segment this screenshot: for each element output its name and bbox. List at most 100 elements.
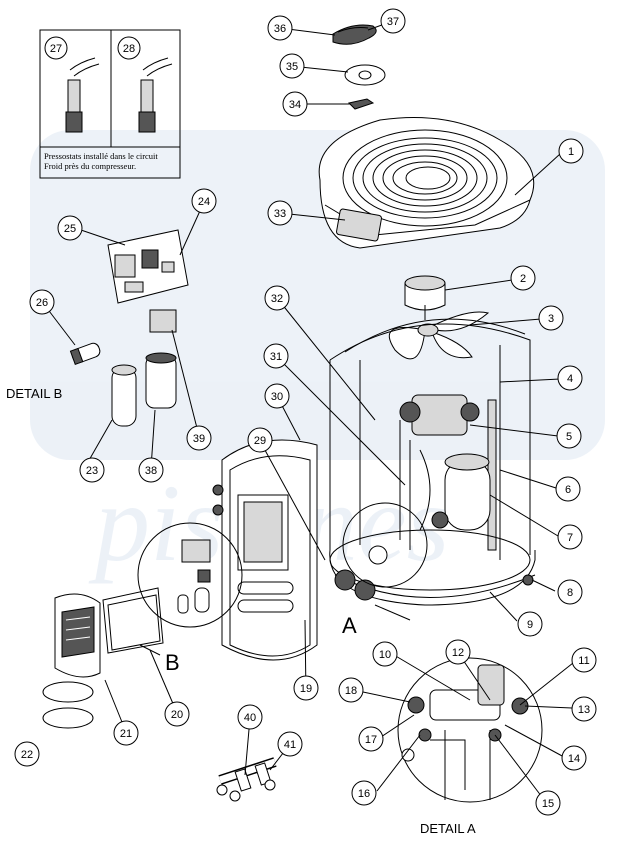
part-label-7: 7 [557, 524, 583, 550]
capacitor-run [145, 352, 177, 409]
part-label-24: 24 [191, 188, 217, 214]
part-label-39: 39 [186, 425, 212, 451]
svg-text:15: 15 [542, 798, 554, 810]
svg-text:21: 21 [120, 728, 132, 740]
part-label-29: 29 [247, 427, 273, 453]
detail-b-components [177, 539, 211, 614]
svg-text:6: 6 [565, 484, 571, 496]
svg-text:20: 20 [171, 709, 183, 721]
part-label-27: 27 [50, 43, 62, 55]
fan-motor [404, 275, 446, 320]
svg-text:17: 17 [365, 734, 377, 746]
part-label-5: 5 [556, 423, 582, 449]
svg-text:24: 24 [198, 196, 210, 208]
part-label-34: 34 [282, 91, 308, 117]
part-label-26: 26 [29, 289, 55, 315]
svg-text:22: 22 [21, 749, 33, 761]
part-label-38: 38 [138, 457, 164, 483]
top-cover [318, 117, 535, 249]
part-label-41: 41 [277, 731, 303, 757]
svg-text:18: 18 [345, 685, 357, 697]
part-label-40: 40 [237, 704, 263, 730]
pressure-switch-inset: 27 28 Pressostats installé dans le circu… [39, 29, 181, 179]
pressure-switch-27 [65, 57, 100, 133]
part-label-1: 1 [558, 138, 584, 164]
detail-a-marker [342, 502, 428, 588]
part-label-4: 4 [557, 365, 583, 391]
svg-text:38: 38 [145, 465, 157, 477]
callout-b: B [165, 650, 180, 675]
inset-note-line1: Pressostats installé dans le circuit [44, 151, 158, 161]
part-label-10: 10 [372, 641, 398, 667]
svg-text:29: 29 [254, 435, 266, 447]
svg-text:32: 32 [271, 293, 283, 305]
part-label-19: 19 [293, 675, 319, 701]
part-label-36: 36 [267, 15, 293, 41]
gasket [102, 587, 164, 654]
inset-note-line2: Froid près du compresseur. [44, 161, 136, 171]
svg-text:7: 7 [567, 532, 573, 544]
part-label-37: 37 [380, 8, 406, 34]
part-label-16: 16 [351, 780, 377, 806]
part-label-33: 33 [267, 200, 293, 226]
front-panel [212, 439, 318, 661]
svg-text:34: 34 [289, 99, 301, 111]
detail-b-marker [137, 522, 243, 628]
part-label-6: 6 [555, 476, 581, 502]
end-caps [42, 681, 94, 729]
svg-text:4: 4 [567, 373, 573, 385]
svg-text:19: 19 [300, 683, 312, 695]
part-label-35: 35 [279, 53, 305, 79]
svg-text:3: 3 [548, 313, 554, 325]
svg-text:11: 11 [578, 655, 589, 667]
part-label-8: 8 [557, 579, 583, 605]
svg-text:40: 40 [244, 712, 256, 724]
detail-a-label: DETAIL A [420, 821, 476, 836]
detail-b-label: DETAIL B [6, 386, 62, 401]
pressure-switch-28 [138, 57, 173, 133]
control-board [107, 229, 189, 304]
part-label-14: 14 [561, 745, 587, 771]
capacitor-small [69, 342, 101, 366]
part-label-31: 31 [263, 343, 289, 369]
detail-a-enlarged [397, 657, 543, 803]
part-callouts: 1 2 3 4 5 6 7 8 9 10 11 12 13 14 15 16 1… [14, 8, 597, 816]
part-label-2: 2 [510, 265, 536, 291]
svg-text:23: 23 [86, 465, 98, 477]
part-label-17: 17 [358, 726, 384, 752]
svg-text:5: 5 [566, 431, 572, 443]
svg-text:9: 9 [527, 619, 533, 631]
part-label-11: 11 [571, 647, 597, 673]
part-label-9: 9 [517, 611, 543, 637]
svg-text:35: 35 [286, 61, 298, 73]
svg-text:10: 10 [379, 649, 391, 661]
part-label-22: 22 [14, 741, 40, 767]
capacitor-oval [111, 364, 137, 427]
control-bezel [54, 593, 101, 678]
svg-text:36: 36 [274, 23, 286, 35]
svg-text:37: 37 [387, 16, 399, 28]
part-label-20: 20 [164, 701, 190, 727]
svg-text:30: 30 [271, 391, 283, 403]
part-label-3: 3 [538, 305, 564, 331]
svg-text:25: 25 [64, 223, 76, 235]
part-label-32: 32 [264, 285, 290, 311]
part-label-28: 28 [123, 43, 135, 55]
fan-blade [388, 311, 490, 360]
part-label-23: 23 [79, 457, 105, 483]
part-label-25: 25 [57, 215, 83, 241]
top-cover-hardware [332, 24, 386, 110]
svg-text:8: 8 [567, 587, 573, 599]
svg-text:41: 41 [284, 739, 296, 751]
svg-text:31: 31 [270, 351, 282, 363]
callout-a: A [342, 613, 357, 638]
relay [149, 309, 177, 333]
svg-text:1: 1 [568, 146, 574, 158]
part-label-18: 18 [338, 677, 364, 703]
fan-grille [352, 137, 498, 219]
svg-text:13: 13 [578, 704, 590, 716]
svg-text:12: 12 [452, 647, 464, 659]
bypass-fitting [216, 757, 277, 802]
svg-text:39: 39 [193, 433, 205, 445]
svg-text:33: 33 [274, 208, 286, 220]
